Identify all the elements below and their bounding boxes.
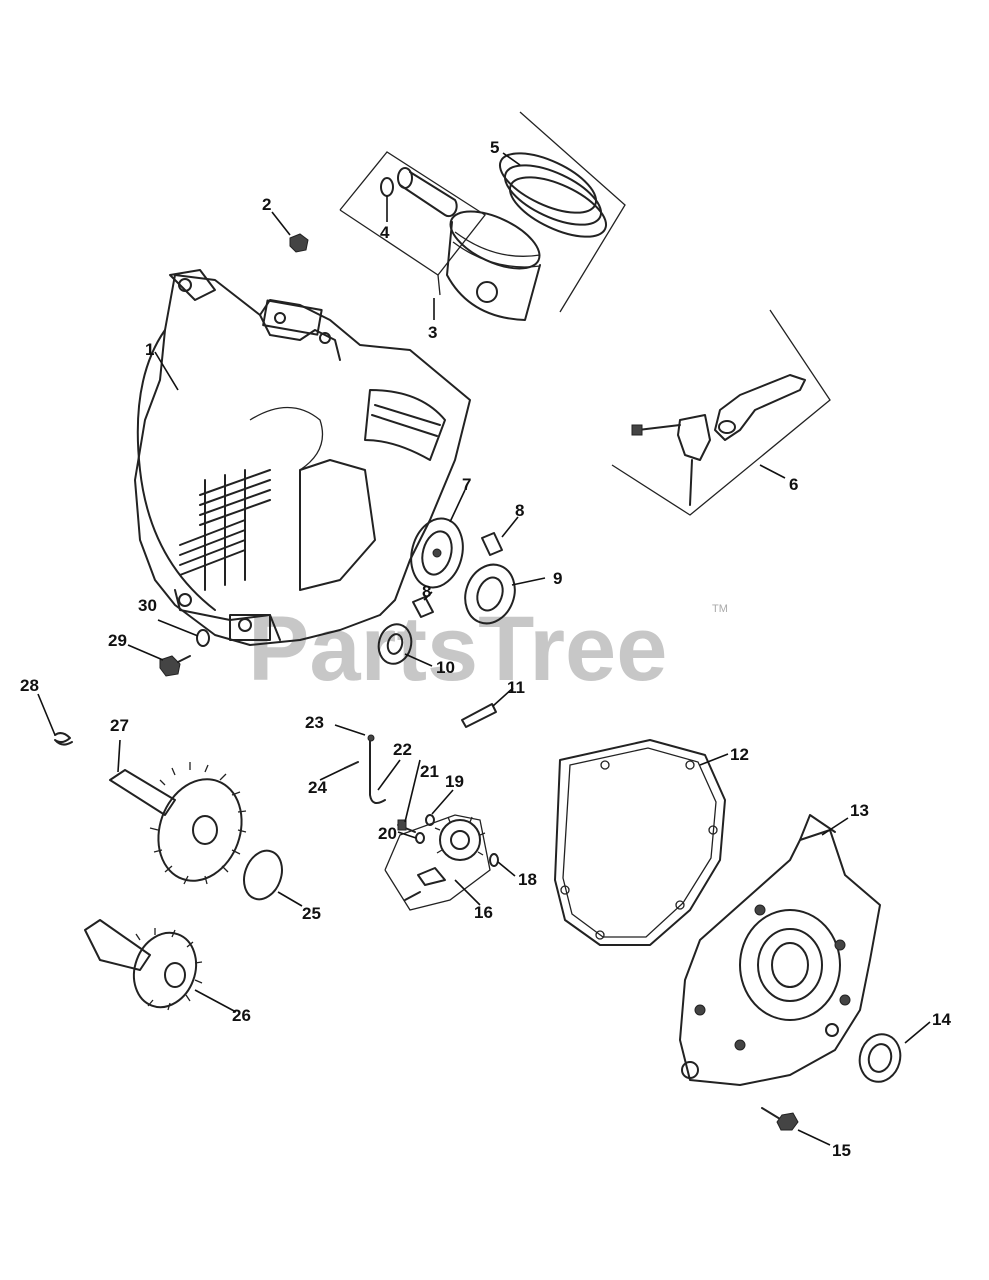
callout-6: 6 bbox=[789, 475, 798, 494]
connecting-rod-assembly bbox=[611, 309, 831, 516]
callout-20: 20 bbox=[378, 824, 397, 843]
spring-part-28 bbox=[54, 732, 73, 746]
washer-part-19 bbox=[425, 814, 435, 826]
callout-26: 26 bbox=[232, 1006, 251, 1025]
crankcase bbox=[134, 269, 471, 646]
watermark-trademark: TM bbox=[712, 603, 728, 615]
callout-8-upper: 8 bbox=[515, 501, 524, 520]
rod-cap bbox=[677, 414, 711, 461]
callout-9: 9 bbox=[553, 569, 562, 588]
callout-29: 29 bbox=[108, 631, 127, 650]
callout-15: 15 bbox=[832, 1141, 851, 1160]
callout-4: 4 bbox=[380, 223, 390, 242]
o-ring-part-25 bbox=[243, 849, 283, 901]
callout-18: 18 bbox=[518, 870, 537, 889]
callout-27: 27 bbox=[110, 716, 129, 735]
washer-part-18 bbox=[489, 853, 499, 867]
conrod-bracket bbox=[611, 309, 831, 516]
piston-assembly bbox=[339, 111, 626, 321]
callout-13: 13 bbox=[850, 801, 869, 820]
plug-part-2 bbox=[289, 233, 309, 253]
piston-rings bbox=[498, 152, 608, 238]
gasket bbox=[554, 739, 726, 946]
oil-seal-part-14 bbox=[858, 1033, 902, 1083]
dowel-pin-upper bbox=[481, 532, 503, 556]
governor-gear bbox=[434, 816, 486, 861]
crankcase-cover bbox=[679, 814, 881, 1086]
bearing-part-7 bbox=[410, 517, 464, 589]
pin-part-11 bbox=[461, 703, 497, 728]
cooling-fins bbox=[179, 469, 271, 591]
governor-flyweight bbox=[417, 867, 446, 886]
callout-12: 12 bbox=[730, 745, 749, 764]
camshaft bbox=[109, 762, 247, 885]
bolt-part-29 bbox=[159, 655, 191, 677]
callout-23: 23 bbox=[305, 713, 324, 732]
washer-part-20 bbox=[415, 832, 425, 844]
piston-pin bbox=[399, 171, 458, 218]
callout-2: 2 bbox=[262, 195, 271, 214]
balance-shaft bbox=[84, 919, 203, 1011]
callout-25: 25 bbox=[302, 904, 321, 923]
callout-19: 19 bbox=[445, 772, 464, 791]
bearing-part-10 bbox=[377, 623, 413, 665]
watermark-text: PartsTree bbox=[248, 598, 667, 700]
rod-bolt bbox=[637, 424, 681, 431]
governor-assembly bbox=[384, 814, 491, 911]
dowel-pin-lower bbox=[412, 596, 434, 618]
washer-part-24 bbox=[344, 761, 359, 769]
callout-30: 30 bbox=[138, 596, 157, 615]
callout-1: 1 bbox=[145, 340, 154, 359]
callout-11: 11 bbox=[507, 678, 525, 697]
piston-pin-clip bbox=[380, 177, 394, 197]
pin-part-23 bbox=[367, 734, 375, 742]
callout-7: 7 bbox=[462, 475, 471, 494]
leader-lines bbox=[37, 152, 931, 1146]
governor-shaft bbox=[369, 739, 386, 805]
callout-5: 5 bbox=[490, 138, 499, 157]
bolt-part-21 bbox=[397, 819, 416, 833]
bolt-part-15 bbox=[761, 1107, 799, 1131]
callout-10: 10 bbox=[436, 658, 455, 677]
governor-bracket bbox=[384, 814, 491, 911]
connecting-rod bbox=[714, 374, 806, 441]
washer-part-30 bbox=[196, 629, 210, 647]
callout-28: 28 bbox=[20, 676, 39, 695]
oil-seal-part-9 bbox=[464, 563, 516, 625]
callout-22: 22 bbox=[393, 740, 412, 759]
piston bbox=[446, 210, 541, 321]
callout-24: 24 bbox=[308, 778, 327, 797]
callout-3: 3 bbox=[428, 323, 437, 342]
piston-pin-bracket bbox=[339, 151, 486, 276]
piston-bracket bbox=[519, 111, 626, 313]
callout-21: 21 bbox=[420, 762, 439, 781]
callout-14: 14 bbox=[932, 1010, 951, 1029]
callout-16: 16 bbox=[474, 903, 493, 922]
callout-8-lower: 8 bbox=[422, 582, 431, 601]
callout-labels: 1 2 3 4 5 6 7 8 8 9 10 11 12 13 14 15 16… bbox=[20, 138, 951, 1160]
